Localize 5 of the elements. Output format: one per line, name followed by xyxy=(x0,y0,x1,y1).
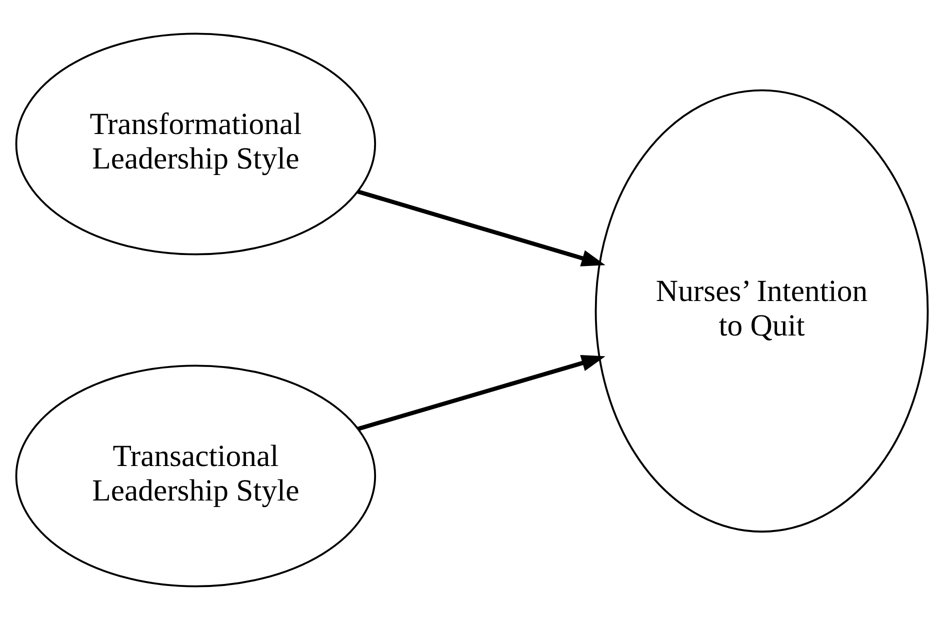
arrow xyxy=(357,190,606,266)
node-ellipse: Transformational Leadership Style xyxy=(15,32,376,256)
node-ellipse: Nurses’ Intention to Quit xyxy=(594,89,929,533)
node-ellipse: Transactional Leadership Style xyxy=(15,364,376,588)
arrow xyxy=(357,355,606,431)
